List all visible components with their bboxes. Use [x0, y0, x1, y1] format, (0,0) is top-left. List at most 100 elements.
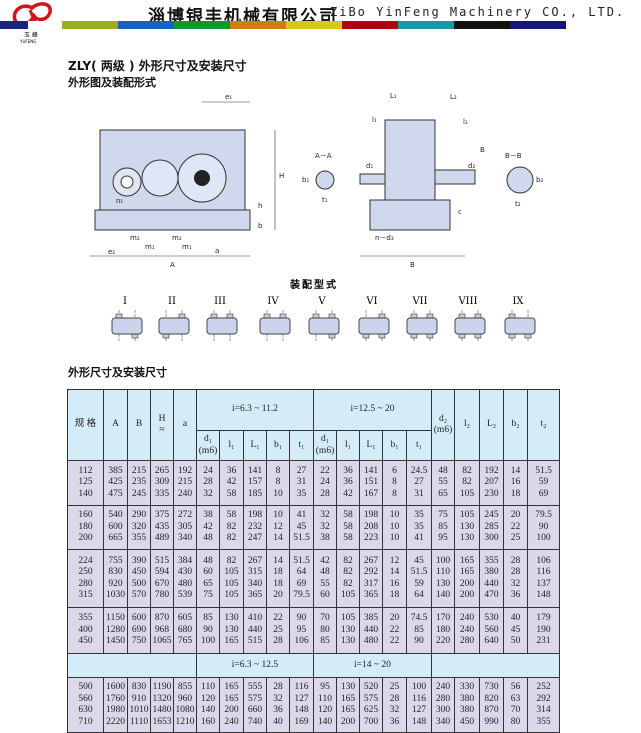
cell-value: 625 — [363, 705, 379, 715]
cell-value: 82 — [462, 477, 472, 488]
cell-value: 82 — [343, 567, 353, 577]
cell-value: 870 — [484, 705, 499, 715]
cell-value: 440 — [247, 624, 263, 635]
cell-value: 82 — [226, 533, 237, 544]
cell-value: 1450 — [106, 636, 125, 647]
cell-value: 560 — [78, 693, 93, 704]
cell-value: 575 — [363, 693, 379, 704]
assembly-type-icon — [259, 310, 291, 342]
cell-value: 64 — [296, 567, 307, 577]
cell-value: 330 — [459, 682, 475, 692]
label-d1: d₁ — [366, 162, 373, 170]
col-d1: d₁(m6) — [196, 430, 220, 461]
label-L1: L₁ — [390, 92, 397, 100]
cell-value: 165 — [340, 705, 356, 715]
cell-value: 22 — [389, 636, 400, 647]
cell-value: 2220 — [106, 716, 125, 727]
cell-value: 20 — [510, 510, 521, 521]
cell-value: 51.5 — [293, 555, 310, 566]
cell-value: 640 — [484, 636, 499, 647]
cell-value: 240 — [177, 488, 193, 499]
cell-value: 79.5 — [535, 510, 552, 521]
cell-value: 1190 — [152, 682, 172, 692]
cell-value: 1280 — [106, 624, 125, 635]
cell-value: 8 — [392, 488, 397, 499]
cell-value: 870 — [154, 613, 170, 624]
color-bar-segment — [0, 21, 28, 29]
cell-value: 69 — [296, 578, 307, 589]
cell-value: 1653 — [152, 716, 172, 727]
cell-value: 700 — [363, 716, 379, 727]
cell-value: 10 — [273, 510, 283, 521]
cell-value: 48 — [438, 465, 448, 476]
cell-value: 400 — [78, 624, 93, 635]
cell-value: 730 — [484, 682, 499, 692]
cell-value: 340 — [177, 533, 193, 544]
page-title: ZLY( 两级 ) 外形尺寸及安装尺寸 — [68, 59, 247, 73]
cell-value: 32 — [203, 488, 213, 499]
cell-value: 75 — [203, 590, 213, 600]
label-B-bottom: B — [410, 261, 415, 269]
cell-value: 224 — [78, 555, 93, 566]
cell-value: 20 — [389, 613, 400, 624]
cell-value: 60 — [320, 590, 330, 600]
cell-value: 85 — [320, 636, 330, 647]
cell-value: 208 — [363, 521, 379, 532]
cell-value: 530 — [484, 613, 499, 624]
cell-value: 90 — [538, 521, 549, 532]
label-m2: m₂ — [172, 234, 182, 242]
cell-value: 12 — [389, 555, 400, 566]
label-c: c — [458, 208, 462, 216]
cell-value: 1065 — [152, 636, 172, 647]
cell-value: 36 — [226, 465, 237, 476]
color-bar-segment — [118, 21, 174, 29]
cell-value: 169 — [294, 716, 309, 727]
cell-value: 45 — [510, 624, 521, 635]
cell-value: 285 — [484, 521, 499, 532]
cell-value: 480 — [177, 578, 193, 589]
cell-value: 1110 — [129, 716, 149, 727]
label-d2: d₂ — [468, 162, 475, 170]
cell-value: 910 — [131, 693, 147, 704]
cell-value: 855 — [177, 682, 193, 692]
cell-value: 8 — [275, 465, 281, 476]
cell-value: 450 — [131, 567, 147, 577]
cell-value: 230 — [484, 488, 499, 499]
cell-value: 539 — [177, 590, 193, 600]
cell-value: 56 — [510, 682, 521, 692]
cell-value: 500 — [131, 578, 147, 589]
cell-value: 35 — [296, 488, 307, 499]
cell-value: 58 — [343, 521, 353, 532]
cell-value: 1150 — [106, 613, 125, 624]
group-ratio-2: i=12.5 ~ 20 — [313, 389, 432, 431]
cell-value: 630 — [78, 705, 93, 715]
cell-value: 59 — [538, 477, 549, 488]
cell-value: 594 — [154, 567, 170, 577]
cell-value: 160 — [200, 716, 216, 727]
cell-value: 1480 — [152, 705, 172, 715]
cell-value: 79.5 — [293, 590, 310, 600]
col-L1: L₁ — [243, 430, 267, 461]
cell-value: 292 — [536, 693, 551, 704]
company-name-en: ZiBo YinFeng Machinery CO., LTD. — [330, 5, 626, 19]
cell-value: 90 — [203, 624, 213, 635]
cell-value: 300 — [484, 533, 499, 544]
cell-value: 22 — [389, 624, 400, 635]
cell-value: 148 — [294, 705, 309, 715]
cell-value: 340 — [247, 578, 263, 589]
